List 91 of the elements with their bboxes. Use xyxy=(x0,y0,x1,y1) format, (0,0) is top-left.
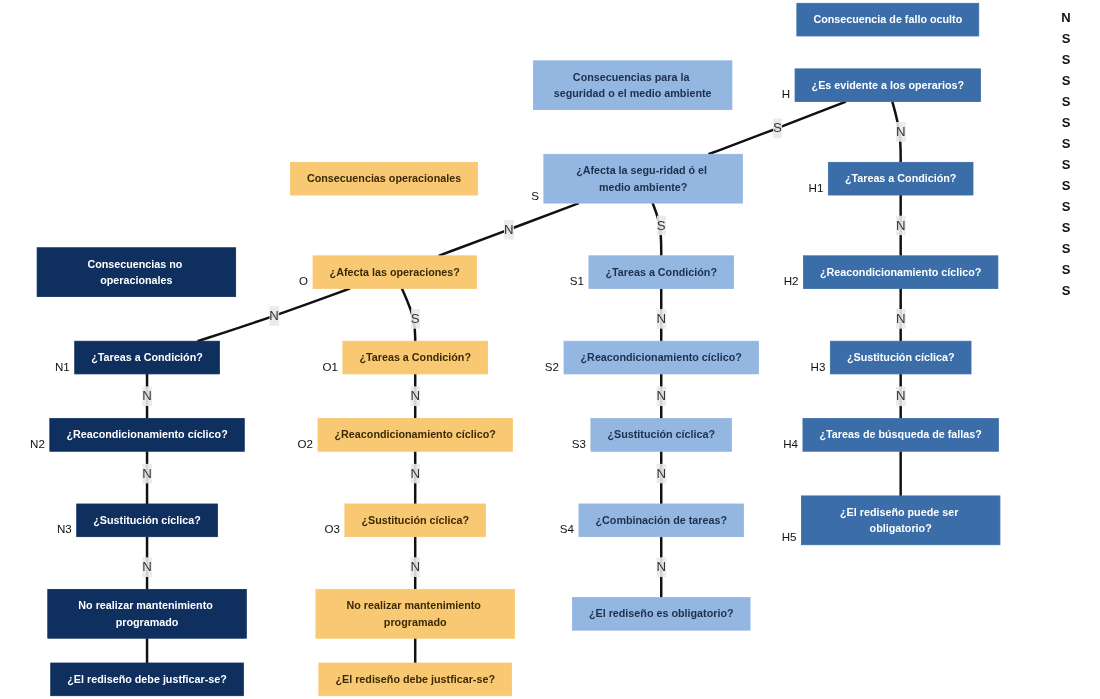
side-label: S4 xyxy=(559,523,574,536)
connector xyxy=(899,451,902,496)
side-label: H xyxy=(781,88,791,101)
connector xyxy=(197,287,351,343)
edge-label: S xyxy=(656,217,666,233)
connector xyxy=(899,195,902,256)
edge-label: S xyxy=(772,120,782,135)
branch-letter: S xyxy=(1061,52,1071,67)
connector xyxy=(145,451,149,504)
node-box: Consecuencias operacionales xyxy=(289,161,479,196)
branch-letter: S xyxy=(1061,199,1071,214)
node-box: ¿Tareas a Condición? xyxy=(588,255,734,289)
node-box: ¿Reacondicionamiento cíclico? xyxy=(317,418,513,452)
edge-label: N xyxy=(410,466,420,481)
side-label: S3 xyxy=(571,437,586,450)
edge-label: N xyxy=(895,217,906,233)
branch-letter: S xyxy=(1061,262,1071,277)
connector xyxy=(660,451,663,504)
connector xyxy=(891,101,902,163)
edge-label: N xyxy=(895,124,906,139)
side-label: O2 xyxy=(297,437,314,450)
branch-letter: S xyxy=(1061,220,1071,235)
connector xyxy=(899,288,902,342)
branch-letter: S xyxy=(1061,94,1071,109)
branch-letter: S xyxy=(1061,157,1071,172)
branch-letter: S xyxy=(1061,283,1071,298)
edge-label: N xyxy=(656,311,667,326)
node-box: No realizar mantenimiento programado xyxy=(47,588,247,639)
node-box: ¿Sustitución cíclica? xyxy=(76,503,218,538)
node-box: ¿Tareas de búsqueda de fallas? xyxy=(802,418,999,452)
edge-label: N xyxy=(142,466,152,481)
node-box: ¿Afecta las operaciones? xyxy=(312,255,477,289)
node-box: ¿El rediseño debe justficar-se? xyxy=(50,662,244,697)
node-box: ¿El rediseño es obligatorio? xyxy=(571,597,751,631)
branch-letter: S xyxy=(1061,115,1071,130)
branch-letter: S xyxy=(1061,31,1071,46)
node-box: Consecuencias no operacionales xyxy=(36,247,237,297)
edge-label: N xyxy=(142,559,152,574)
node-box: ¿Reacondicionamiento cíclico? xyxy=(563,340,759,375)
connector xyxy=(413,451,417,504)
edge-label: N xyxy=(656,559,667,574)
edge-label: N xyxy=(656,466,667,481)
edge-label: N xyxy=(269,308,279,323)
node-box: ¿Combinación de tareas? xyxy=(578,503,744,538)
branch-letter: S xyxy=(1061,73,1071,88)
side-label: N1 xyxy=(54,360,70,373)
side-label: S xyxy=(531,189,539,202)
connector xyxy=(413,638,417,663)
branch-letter: S xyxy=(1061,178,1071,193)
side-label: H5 xyxy=(781,531,797,544)
branch-letter: N xyxy=(1061,10,1071,25)
node-box: ¿Es evidente a los operarios? xyxy=(794,68,981,102)
side-label: H2 xyxy=(783,275,799,288)
edge-label: N xyxy=(895,388,906,403)
node-box: ¿El rediseño debe justficar-se? xyxy=(318,662,512,697)
side-label: O xyxy=(299,275,309,288)
side-label: O3 xyxy=(324,523,340,536)
node-box: ¿Tareas a Condición? xyxy=(342,340,488,375)
side-label: N2 xyxy=(30,437,45,450)
side-label: N3 xyxy=(56,523,72,536)
edge-label: N xyxy=(142,388,152,403)
edge-label: N xyxy=(410,388,420,403)
connector xyxy=(899,373,902,419)
node-box: ¿Afecta la segu-ridad ó el medio ambiente? xyxy=(543,153,743,204)
node-box: ¿Sustitución cíclica? xyxy=(829,340,972,375)
edge-label: N xyxy=(410,559,420,574)
branch-letter: S xyxy=(1061,241,1071,256)
side-label: O1 xyxy=(322,360,338,373)
node-box: ¿Reacondicionamiento cíclico? xyxy=(49,418,245,452)
node-box: ¿Sustitución cíclica? xyxy=(344,503,486,538)
node-box: ¿Tareas a Condición? xyxy=(827,161,974,196)
node-box: ¿El rediseño puede ser obligatorio? xyxy=(801,495,1001,546)
edge-label: S xyxy=(410,311,420,326)
side-label: H4 xyxy=(783,437,798,450)
edge-label: N xyxy=(895,311,906,326)
connector xyxy=(145,638,149,663)
side-label: H1 xyxy=(808,181,824,194)
node-box: Consecuencia de fallo oculto xyxy=(796,2,980,37)
node-box: ¿Reacondicionamiento cíclico? xyxy=(803,255,999,289)
side-label: S1 xyxy=(569,275,584,288)
node-box: No realizar mantenimiento programado xyxy=(315,588,515,639)
edge-label: N xyxy=(656,388,667,403)
edge-label: N xyxy=(504,222,514,237)
branch-letter: S xyxy=(1061,136,1071,151)
node-box: Consecuencias para la seguridad o el medio ambiente xyxy=(532,60,733,111)
connector xyxy=(660,536,663,598)
side-label: H3 xyxy=(810,360,826,373)
node-box: ¿Tareas a Condición? xyxy=(74,340,220,375)
side-label: S2 xyxy=(544,360,560,373)
node-box: ¿Sustitución cíclica? xyxy=(590,418,732,452)
connector xyxy=(707,100,847,156)
